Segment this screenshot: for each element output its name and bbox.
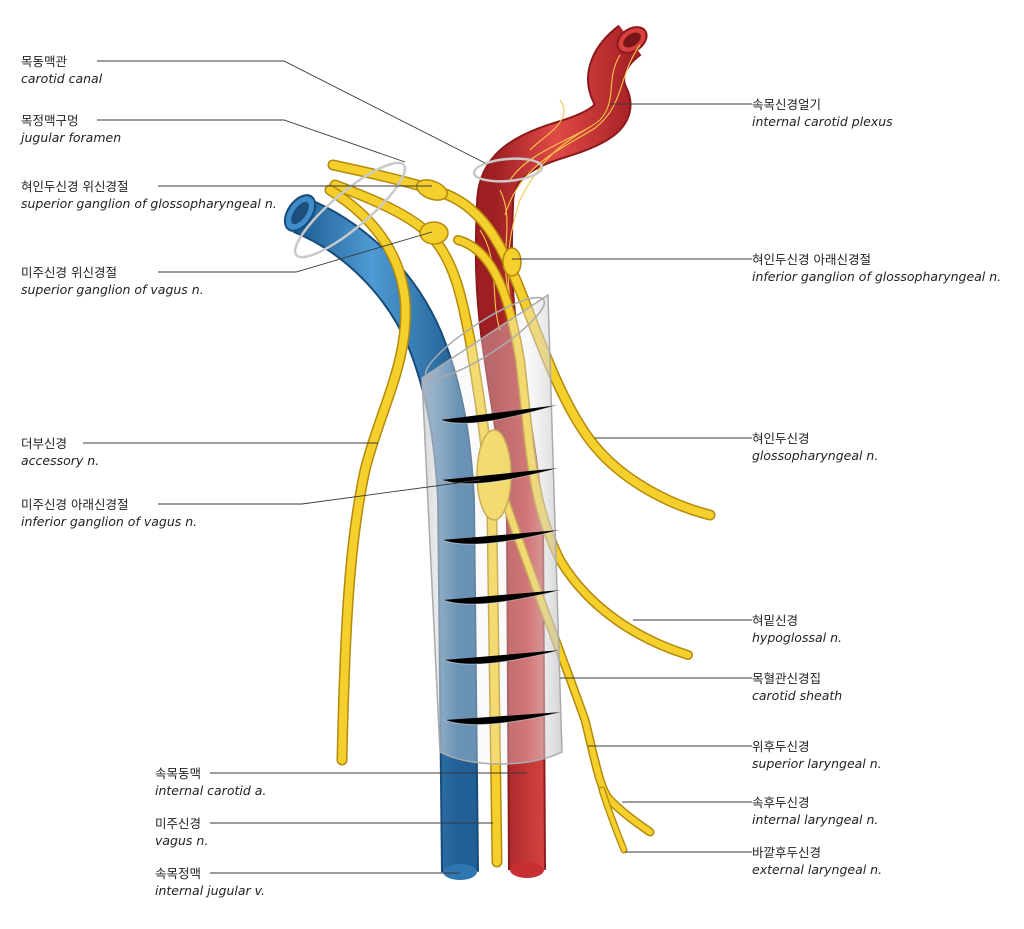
label-inferior-ganglion-glossopharyngeal-en: inferior ganglion of glossopharyngeal n.	[752, 269, 1002, 284]
label-carotid-sheath: 목혈관신경집 carotid sheath	[752, 670, 842, 704]
label-internal-carotid-artery-en: internal carotid a.	[155, 783, 267, 798]
label-inferior-ganglion-vagus: 미주신경 아래신경절 inferior ganglion of vagus n.	[21, 496, 197, 530]
label-inferior-ganglion-glossopharyngeal: 혀인두신경 아래신경절 inferior ganglion of glossop…	[752, 251, 1001, 285]
label-glossopharyngeal-nerve-en: glossopharyngeal n.	[752, 448, 879, 463]
label-jugular-foramen-en: jugular foramen	[21, 130, 122, 145]
label-carotid-canal-en: carotid canal	[21, 71, 103, 86]
superior-ganglion-glossopharyngeal	[415, 179, 449, 201]
label-carotid-canal-ko: 목동맥관	[21, 54, 68, 69]
label-superior-laryngeal-nerve: 위후두신경 superior laryngeal n.	[752, 738, 882, 772]
label-glossopharyngeal-nerve: 혀인두신경 glossopharyngeal n.	[752, 430, 878, 464]
label-superior-ganglion-vagus: 미주신경 위신경절 superior ganglion of vagus n.	[21, 264, 204, 298]
label-hypoglossal-nerve-ko: 혀밑신경	[752, 613, 799, 628]
label-jugular-foramen: 목정맥구멍 jugular foramen	[21, 112, 121, 146]
leader-lines	[83, 60, 752, 874]
label-external-laryngeal-nerve-ko: 바깥후두신경	[752, 845, 822, 860]
label-superior-ganglion-vagus-ko: 미주신경 위신경절	[21, 265, 117, 280]
label-internal-carotid-artery-ko: 속목동맥	[155, 766, 202, 781]
label-vagus-nerve-ko: 미주신경	[155, 816, 202, 831]
superior-ganglion-vagus	[419, 221, 449, 245]
label-accessory-nerve-ko: 더부신경	[21, 436, 68, 451]
label-internal-carotid-artery: 속목동맥 internal carotid a.	[155, 765, 266, 799]
inferior-ganglion-glossopharyngeal	[502, 247, 522, 277]
label-hypoglossal-nerve-en: hypoglossal n.	[752, 630, 842, 645]
label-inferior-ganglion-glossopharyngeal-ko: 혀인두신경 아래신경절	[752, 252, 871, 267]
label-accessory-nerve: 더부신경 accessory n.	[21, 435, 99, 469]
label-superior-ganglion-glossopharyngeal: 혀인두신경 위신경절 superior ganglion of glossoph…	[21, 178, 277, 212]
label-vagus-nerve: 미주신경 vagus n.	[155, 815, 208, 849]
label-internal-laryngeal-nerve: 속후두신경 internal laryngeal n.	[752, 794, 878, 828]
carotid-sheath	[421, 293, 563, 765]
label-internal-jugular-vein: 속목정맥 internal jugular v.	[155, 865, 265, 899]
jugular-foramen-ring	[293, 161, 407, 259]
label-internal-laryngeal-nerve-en: internal laryngeal n.	[752, 812, 879, 827]
label-internal-laryngeal-nerve-ko: 속후두신경	[752, 795, 810, 810]
label-glossopharyngeal-nerve-ko: 혀인두신경	[752, 431, 810, 446]
label-inferior-ganglion-vagus-ko: 미주신경 아래신경절	[21, 497, 129, 512]
label-superior-ganglion-glossopharyngeal-en: superior ganglion of glossopharyngeal n.	[21, 196, 277, 211]
carotid-canal-ring	[472, 157, 544, 183]
label-carotid-sheath-ko: 목혈관신경집	[752, 671, 822, 686]
label-superior-laryngeal-nerve-ko: 위후두신경	[752, 739, 810, 754]
label-external-laryngeal-nerve: 바깥후두신경 external laryngeal n.	[752, 844, 882, 878]
label-superior-ganglion-glossopharyngeal-ko: 혀인두신경 위신경절	[21, 179, 129, 194]
label-external-laryngeal-nerve-en: external laryngeal n.	[752, 862, 883, 877]
label-carotid-canal: 목동맥관 carotid canal	[21, 53, 102, 87]
label-internal-carotid-plexus-en: internal carotid plexus	[752, 114, 893, 129]
label-carotid-sheath-en: carotid sheath	[752, 688, 843, 703]
label-internal-jugular-vein-ko: 속목정맥	[155, 866, 202, 881]
label-superior-laryngeal-nerve-en: superior laryngeal n.	[752, 756, 882, 771]
label-superior-ganglion-vagus-en: superior ganglion of vagus n.	[21, 282, 204, 297]
label-vagus-nerve-en: vagus n.	[155, 833, 209, 848]
label-hypoglossal-nerve: 혀밑신경 hypoglossal n.	[752, 612, 842, 646]
label-internal-carotid-plexus: 속목신경얼기 internal carotid plexus	[752, 96, 893, 130]
label-internal-carotid-plexus-ko: 속목신경얼기	[752, 97, 822, 112]
label-inferior-ganglion-vagus-en: inferior ganglion of vagus n.	[21, 514, 198, 529]
label-jugular-foramen-ko: 목정맥구멍	[21, 113, 79, 128]
label-internal-jugular-vein-en: internal jugular v.	[155, 883, 266, 898]
label-accessory-nerve-en: accessory n.	[21, 453, 100, 468]
